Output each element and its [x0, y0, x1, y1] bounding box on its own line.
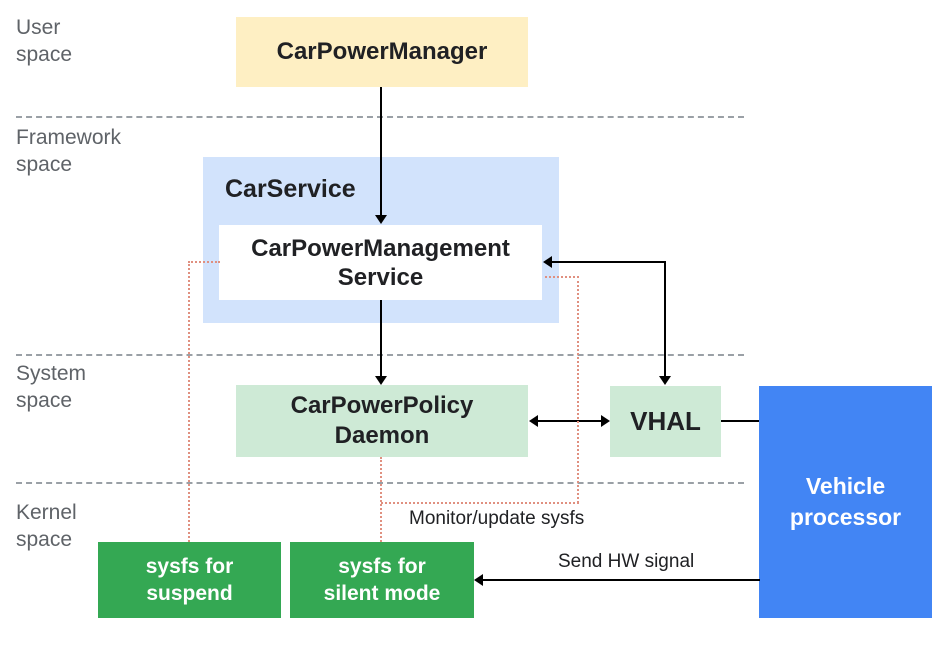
dotted-line-bottom-horizontal: [381, 502, 579, 504]
framework-space-line2: space: [16, 153, 73, 176]
arrowhead-right-icon: [601, 415, 610, 427]
cpms-label-line1: CarPowerManagement: [251, 234, 510, 262]
dotted-line-cpms-left: [188, 261, 220, 263]
framework-space-label: Framework space: [16, 124, 121, 178]
arrow-cpms-to-daemon: [380, 300, 382, 376]
sysfs-suspend-line2: suspend: [146, 582, 233, 605]
arrow-carpowermanager-to-cpms: [380, 87, 382, 216]
arrowhead-down-icon: [375, 376, 387, 385]
system-space-label: System space: [16, 360, 86, 414]
user-space-line1: User: [16, 16, 61, 39]
dotted-line-cpms-right: [545, 276, 579, 278]
arrowhead-down-icon: [659, 376, 671, 385]
arrow-daemon-vhal-bidirectional: [537, 420, 602, 422]
kernel-space-line1: Kernel: [16, 501, 77, 524]
send-hw-signal-label: Send HW signal: [558, 551, 695, 572]
arrowhead-left-icon: [474, 574, 483, 586]
arrow-vhal-to-cpms-horizontal: [551, 261, 666, 263]
arrowhead-down-icon: [375, 215, 387, 224]
kernel-space-line2: space: [16, 528, 73, 551]
dotted-line-to-sysfs-suspend: [188, 261, 190, 542]
sysfs-suspend-box: sysfs for suspend: [98, 542, 281, 618]
monitor-update-sysfs-label: Monitor/update sysfs: [409, 508, 585, 529]
dotted-line-right-vertical: [577, 276, 579, 503]
daemon-label-line1: CarPowerPolicy: [290, 392, 474, 419]
sysfs-silent-line2: silent mode: [323, 582, 441, 605]
arrowhead-left-icon: [529, 415, 538, 427]
user-space-label: User space: [16, 14, 72, 68]
cpms-label-line2: Service: [337, 263, 424, 291]
user-space-line2: space: [16, 43, 73, 66]
sysfs-silent-mode-box: sysfs for silent mode: [290, 542, 474, 618]
framework-space-line1: Framework: [16, 126, 122, 149]
vehicle-processor-line2: processor: [789, 504, 902, 530]
kernel-space-label: Kernel space: [16, 499, 77, 553]
arrow-send-hw-signal: [482, 579, 760, 581]
arrow-vhal-to-cpms-vertical: [664, 261, 666, 376]
car-power-manager-box: CarPowerManager: [236, 17, 528, 87]
system-space-line1: System: [16, 362, 87, 385]
arrowhead-left-icon: [543, 256, 552, 268]
car-service-label: CarService: [225, 175, 356, 203]
vhal-label: VHAL: [630, 406, 701, 436]
line-vhal-to-vehicle-processor: [721, 420, 759, 422]
sysfs-silent-line1: sysfs for: [338, 555, 426, 578]
vehicle-processor-box: Vehicle processor: [759, 386, 932, 618]
car-power-management-service-box: CarPowerManagement Service: [219, 225, 542, 300]
dotted-line-to-sysfs-silent: [380, 457, 382, 542]
car-power-policy-daemon-box: CarPowerPolicy Daemon: [236, 385, 528, 457]
daemon-label-line2: Daemon: [334, 422, 430, 449]
system-space-line2: space: [16, 389, 73, 412]
car-power-manager-label: CarPowerManager: [276, 38, 488, 65]
vhal-box: VHAL: [610, 386, 721, 457]
sysfs-suspend-line1: sysfs for: [145, 555, 234, 578]
vehicle-processor-line1: Vehicle: [805, 473, 886, 499]
